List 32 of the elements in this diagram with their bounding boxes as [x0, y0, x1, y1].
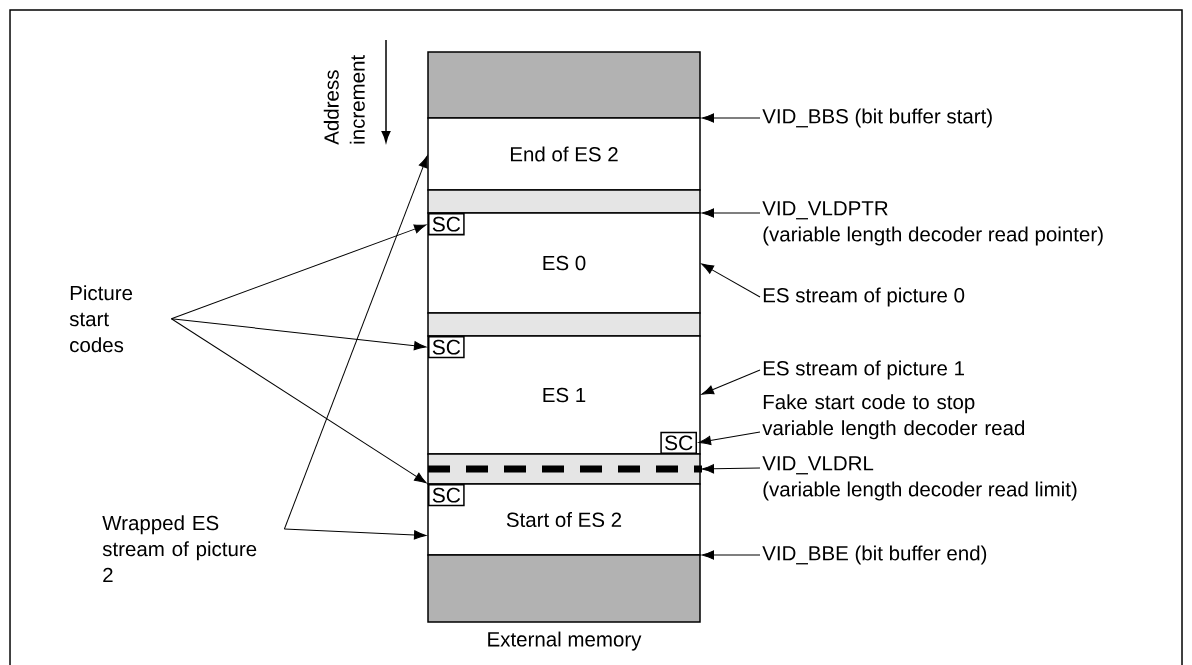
start-code-box: SC [428, 484, 465, 507]
memory-band [427, 51, 701, 119]
arrow [170, 318, 427, 351]
annotation-text: Wrapped ES stream of picture 2 [102, 515, 257, 583]
arrow [283, 155, 428, 530]
memory-band [427, 312, 701, 337]
axis-label: Address increment [323, 54, 365, 145]
node-label: External memory [488, 631, 642, 651]
annotation-text: VID_BBE (bit buffer end) [762, 545, 987, 565]
start-code-box: SC [428, 213, 465, 236]
arrow [701, 369, 761, 395]
start-code-box: SC [428, 336, 465, 359]
memory-band [427, 189, 701, 214]
arrow [701, 464, 761, 474]
arrow [283, 528, 427, 540]
annotation-text: VID_BBS (bit buffer start) [762, 108, 992, 128]
start-code-box: SC [660, 431, 697, 454]
annotation-text: ES stream of picture 1 [763, 360, 964, 380]
annotation-text: ES stream of picture 0 [763, 287, 965, 307]
annotation-text: Picture start codes [69, 285, 133, 353]
arrow [701, 113, 761, 123]
arrow [701, 263, 761, 298]
annotation-text: VID_VLDPTR (variable length decoder read pointer) [762, 201, 1103, 246]
annotation-text: VID_VLDRL (variable length decoder read limit) [762, 456, 1077, 501]
arrow [170, 224, 427, 320]
annotation-text: Fake start code to stop variable length decoder read [762, 394, 1025, 440]
arrow [170, 318, 427, 484]
memory-region: End of ES 2 [427, 117, 701, 191]
arrow [701, 550, 761, 560]
arrow [701, 208, 761, 218]
arrow [698, 431, 761, 446]
memory-band: External memory [427, 554, 701, 651]
